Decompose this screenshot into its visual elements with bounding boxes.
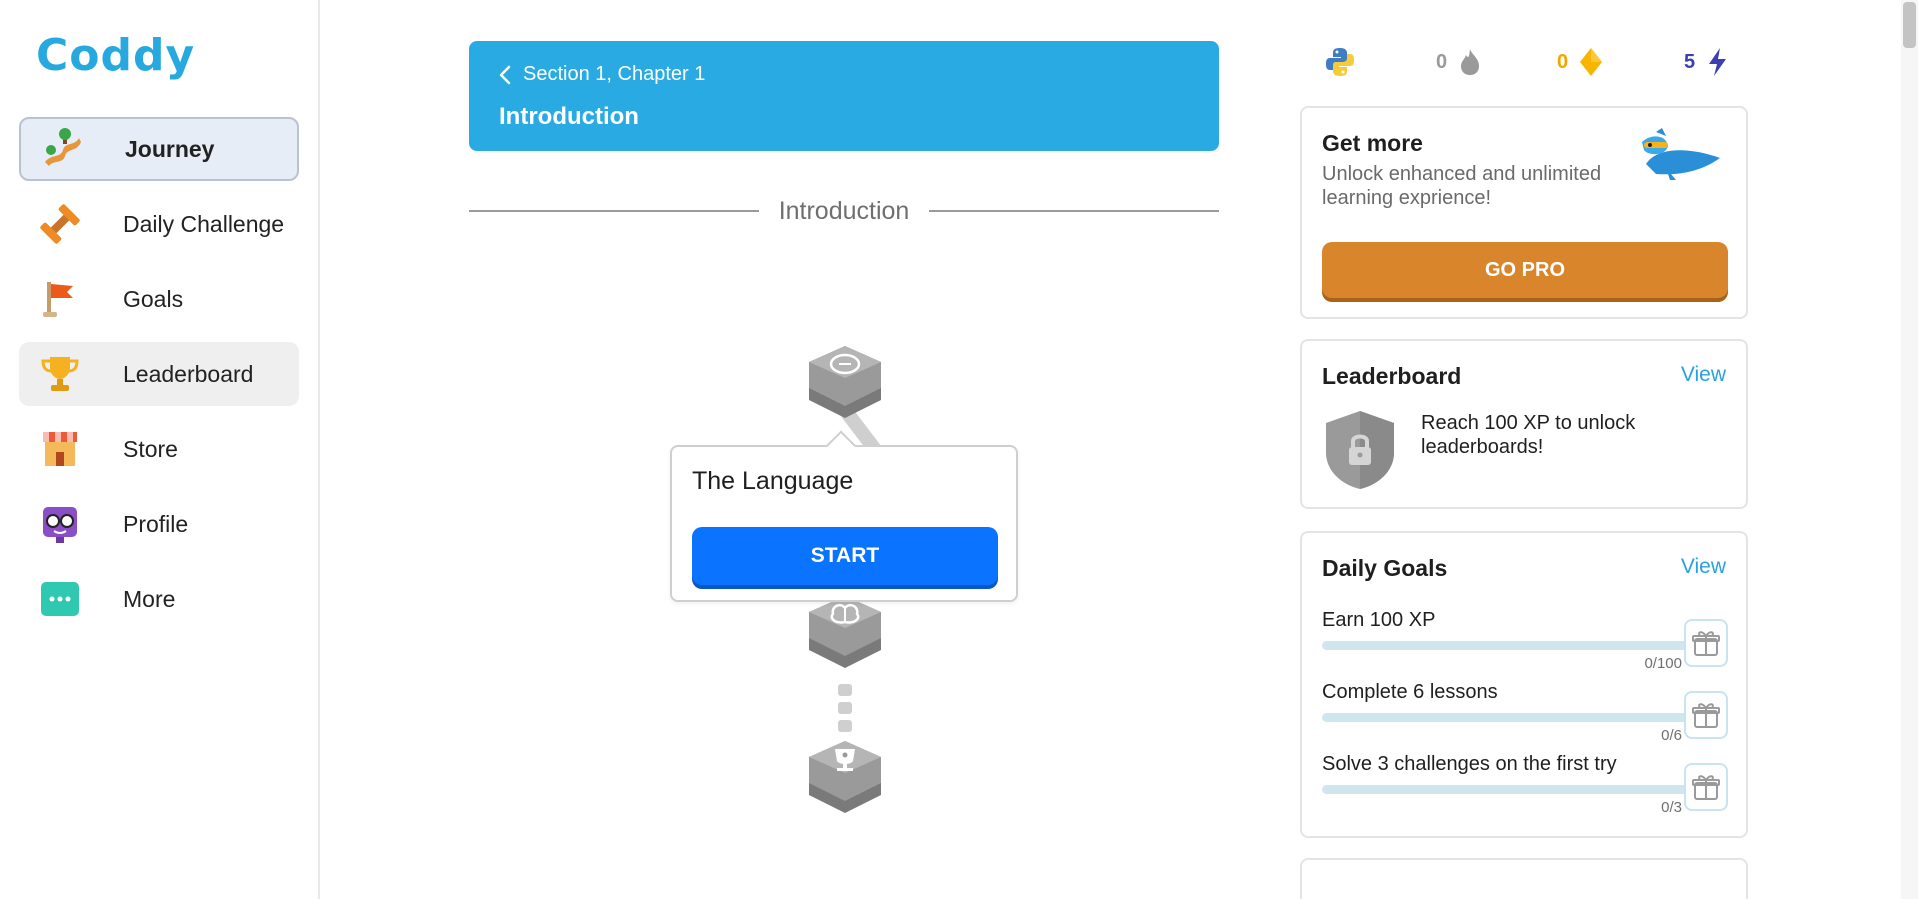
page-scrollbar[interactable]: [1901, 0, 1918, 899]
daily-goals-card: Daily Goals View Earn 100 XP 0/100 Compl…: [1300, 531, 1748, 838]
sidebar-item-more[interactable]: More: [19, 567, 299, 631]
chevron-left-icon: [499, 65, 511, 84]
chapter-header: Section 1, Chapter 1 Introduction: [469, 41, 1219, 151]
goal-progress-bar: [1322, 713, 1688, 722]
goal-reward-chest[interactable]: [1684, 691, 1728, 739]
chapter-title: Introduction: [499, 103, 639, 130]
stats-bar: 0 0 5: [1320, 42, 1740, 82]
gift-icon: [1692, 775, 1720, 800]
sidebar-item-journey[interactable]: Journey: [19, 117, 299, 181]
sidebar: Coddy Journey: [0, 0, 320, 899]
start-button[interactable]: START: [692, 527, 998, 585]
lesson-popup: The Language START: [670, 430, 1018, 602]
chapter-breadcrumb: Section 1, Chapter 1: [523, 63, 706, 85]
get-more-card: Get more Unlock enhanced and unlimited l…: [1300, 106, 1748, 319]
daily-goals-view-link[interactable]: View: [1680, 555, 1726, 578]
divider-line: [469, 210, 759, 212]
streak-value: 0: [1436, 50, 1448, 73]
journey-icon: [41, 128, 83, 170]
dumbbell-icon: [39, 203, 81, 245]
goal-label: Earn 100 XP: [1322, 609, 1436, 631]
sidebar-item-label: Profile: [123, 510, 189, 537]
hex-node-icon: [809, 596, 881, 668]
section-label: Introduction: [778, 196, 910, 225]
sidebar-item-label: Goals: [123, 285, 184, 312]
sidebar-item-label: Store: [123, 435, 178, 462]
go-pro-button[interactable]: GO PRO: [1322, 242, 1728, 298]
flag-icon: [39, 278, 81, 320]
trophy-icon: [39, 353, 81, 395]
sidebar-item-goals[interactable]: Goals: [19, 267, 299, 331]
gems-counter[interactable]: 0: [1557, 42, 1604, 82]
brain-icon: [830, 603, 860, 624]
goal-count: 0/100: [1644, 655, 1682, 672]
goal-item: Solve 3 challenges on the first try 0/3: [1322, 753, 1728, 817]
energy-counter[interactable]: 5: [1684, 42, 1729, 82]
get-more-subtitle: Unlock enhanced and unlimited learning e…: [1322, 163, 1602, 209]
goal-label: Complete 6 lessons: [1322, 681, 1498, 703]
chapter-back-link[interactable]: Section 1, Chapter 1: [499, 63, 705, 86]
goal-progress-bar: [1322, 641, 1688, 650]
streak-counter[interactable]: 0: [1436, 42, 1483, 82]
speech-icon: [829, 353, 861, 375]
locked-shield-icon: [1326, 411, 1394, 489]
lesson-node-brain[interactable]: [799, 588, 891, 680]
coddy-logo[interactable]: Coddy: [36, 30, 196, 81]
sidebar-item-label: More: [123, 585, 176, 612]
get-more-title: Get more: [1322, 130, 1423, 156]
leaderboard-card-title: Leaderboard: [1322, 363, 1462, 389]
more-icon: [39, 578, 81, 620]
goal-reward-chest[interactable]: [1684, 619, 1728, 667]
next-card-partial: [1300, 858, 1748, 899]
sidebar-item-label: Journey: [125, 135, 215, 162]
lesson-popup-title: The Language: [692, 467, 854, 495]
goal-count: 0/3: [1661, 799, 1682, 816]
trophy-outline-icon: [835, 749, 855, 771]
hex-node-icon: [809, 346, 881, 418]
energy-value: 5: [1684, 50, 1696, 73]
sidebar-item-daily-challenge[interactable]: Daily Challenge: [19, 192, 299, 256]
leaderboard-view-link[interactable]: View: [1680, 363, 1726, 386]
store-icon: [39, 428, 81, 470]
flying-mascot-icon: [1642, 128, 1720, 180]
goal-item: Earn 100 XP 0/100: [1322, 609, 1728, 673]
sidebar-item-label: Leaderboard: [123, 360, 254, 387]
language-selector[interactable]: [1324, 42, 1356, 82]
lesson-node-language[interactable]: [799, 338, 891, 430]
scrollbar-thumb[interactable]: [1903, 2, 1916, 48]
leaderboard-unlock-message: Reach 100 XP to unlock leaderboards!: [1421, 412, 1636, 458]
diamond-icon: [1580, 48, 1603, 76]
goal-reward-chest[interactable]: [1684, 763, 1728, 811]
goal-item: Complete 6 lessons 0/6: [1322, 681, 1728, 745]
lesson-node-trophy[interactable]: [799, 733, 891, 825]
goal-count: 0/6: [1661, 727, 1682, 744]
leaderboard-card: Leaderboard View Reach 100 XP to unlock …: [1300, 339, 1748, 509]
sidebar-item-store[interactable]: Store: [19, 417, 299, 481]
goal-progress-bar: [1322, 785, 1688, 794]
gift-icon: [1692, 703, 1720, 728]
goal-label: Solve 3 challenges on the first try: [1322, 753, 1617, 775]
hex-node-icon: [809, 741, 881, 813]
divider-line: [929, 210, 1220, 212]
flame-icon: [1461, 49, 1480, 75]
sidebar-item-leaderboard[interactable]: Leaderboard: [19, 342, 299, 406]
profile-icon: [39, 503, 81, 545]
sidebar-item-label: Daily Challenge: [123, 210, 285, 237]
section-divider: Introduction: [469, 196, 1220, 226]
python-icon: [1326, 48, 1354, 76]
gems-value: 0: [1557, 50, 1569, 73]
daily-goals-title: Daily Goals: [1322, 555, 1448, 581]
path-connector-dotted: [838, 684, 852, 732]
lightning-icon: [1709, 48, 1727, 76]
gift-icon: [1692, 631, 1720, 656]
sidebar-item-profile[interactable]: Profile: [19, 492, 299, 556]
